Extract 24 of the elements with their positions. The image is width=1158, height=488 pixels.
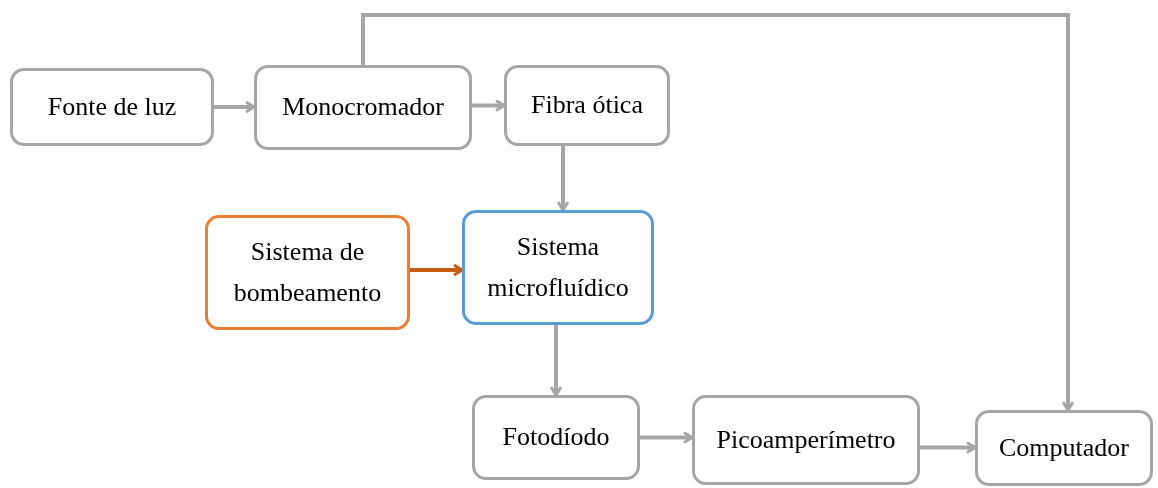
box-label: Fotodíodo bbox=[502, 421, 610, 454]
box-label: Sistema de bombeamento bbox=[232, 236, 383, 309]
process-box bbox=[462, 210, 654, 325]
box-label: Fibra ótica bbox=[531, 89, 643, 122]
process-box bbox=[10, 68, 214, 146]
arrow bbox=[214, 100, 256, 114]
process-box bbox=[472, 395, 640, 480]
arrow bbox=[472, 99, 506, 112]
box-label: Monocromador bbox=[282, 91, 444, 124]
arrow bbox=[556, 146, 570, 212]
box-label: Fonte de luz bbox=[47, 90, 177, 123]
process-box bbox=[504, 65, 670, 146]
process-box bbox=[254, 65, 472, 150]
box-label: Computador bbox=[999, 431, 1129, 464]
arrow bbox=[640, 431, 694, 444]
box-label: Picoamperímetro bbox=[716, 423, 896, 456]
process-box bbox=[975, 410, 1153, 486]
arrow bbox=[410, 263, 464, 277]
arrow bbox=[361, 13, 1075, 412]
box-label: Sistema microfluídico bbox=[486, 231, 630, 304]
arrow bbox=[920, 441, 977, 454]
arrow bbox=[549, 325, 563, 397]
process-box bbox=[205, 215, 410, 330]
process-box bbox=[692, 395, 920, 485]
